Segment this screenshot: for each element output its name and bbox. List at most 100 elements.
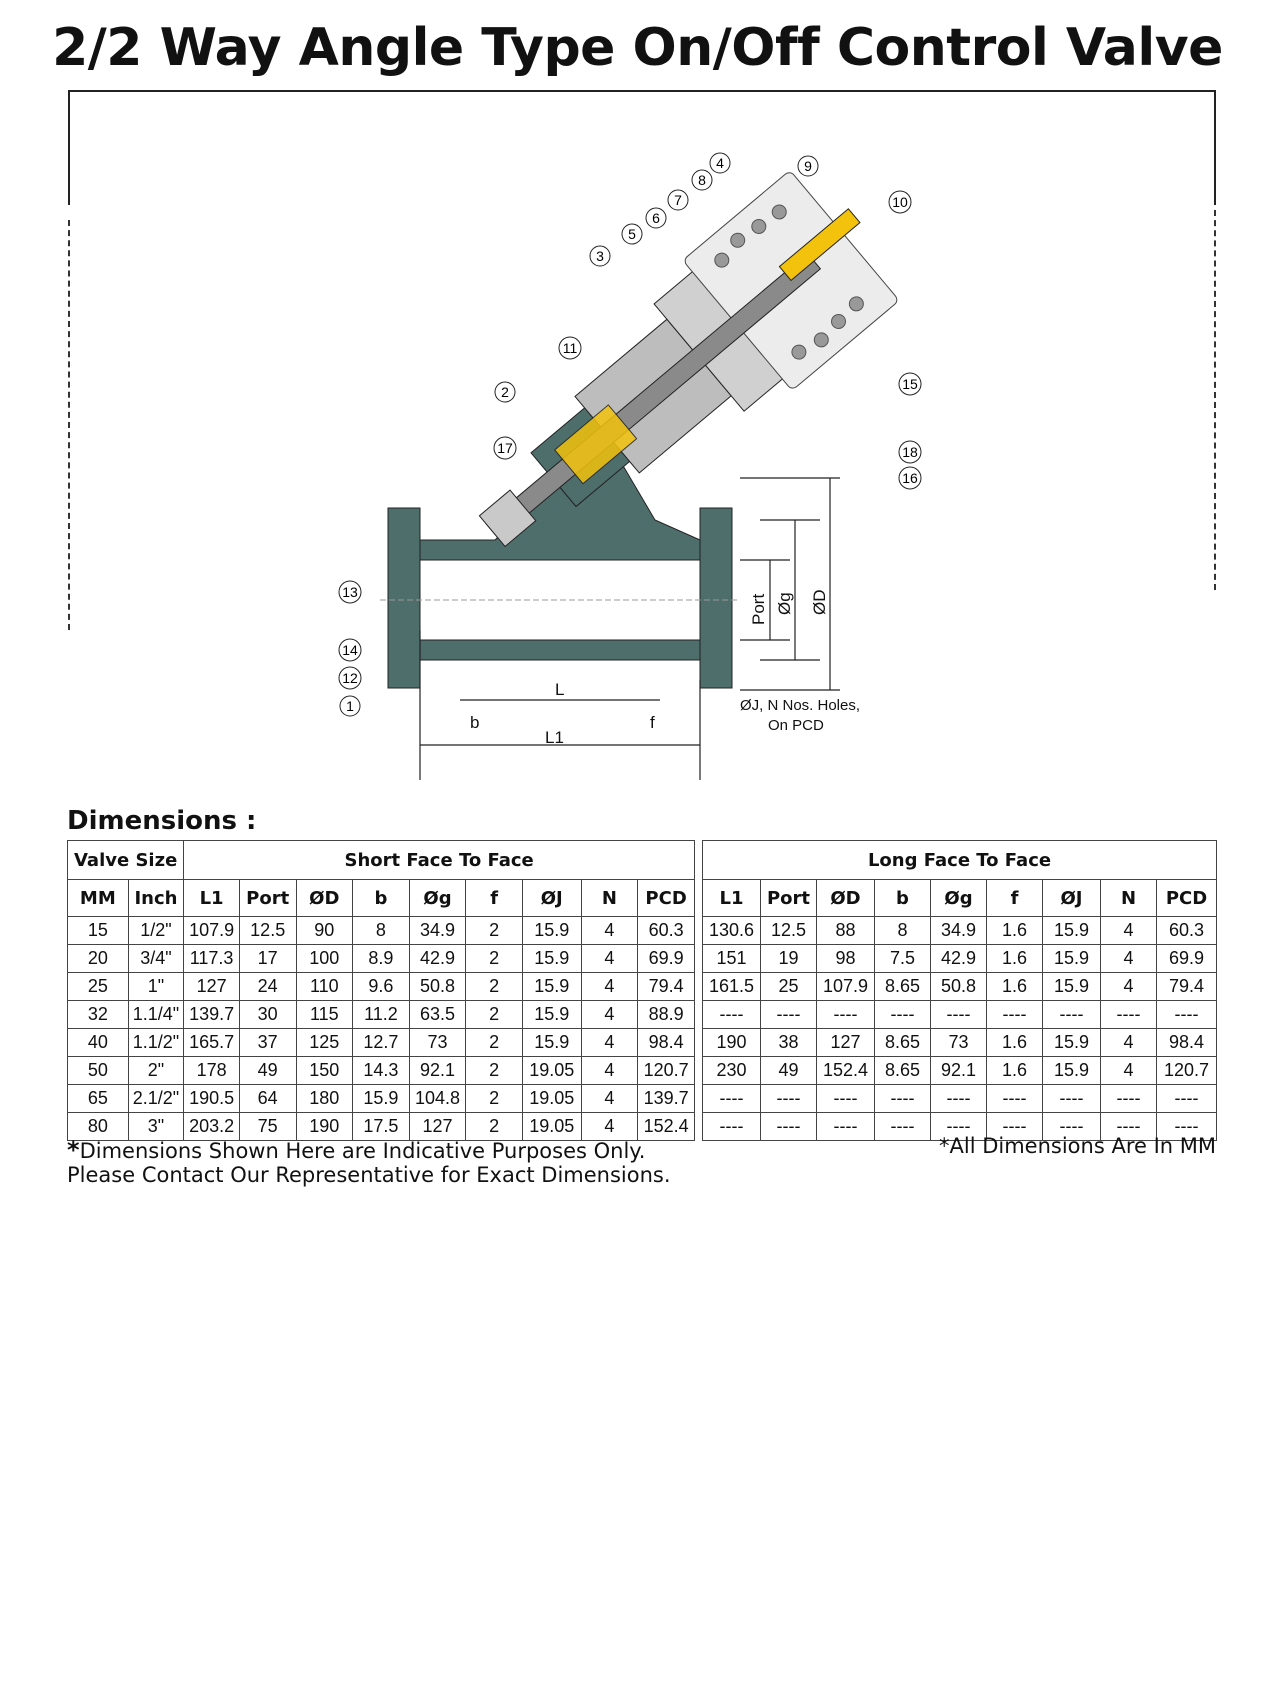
table-cell: 180 [295, 1084, 354, 1113]
valve-size-header: Valve Size [66, 840, 185, 880]
table-cell: 7.5 [874, 944, 931, 973]
svg-text:1: 1 [346, 698, 354, 714]
svg-text:6: 6 [652, 210, 660, 226]
table-cell: 64 [238, 1084, 297, 1113]
table-cell: ---- [986, 1000, 1043, 1029]
table-cell: 15.9 [521, 972, 582, 1001]
table-cell: 4 [580, 1084, 639, 1113]
frame-left-dash [68, 220, 70, 630]
table-cell: 2.1/2" [127, 1084, 185, 1113]
svg-text:4: 4 [716, 155, 724, 171]
table-cell: ---- [1042, 1000, 1101, 1029]
table-cell: ---- [930, 1084, 987, 1113]
table-cell: 15.9 [521, 1000, 582, 1029]
table-cell: ---- [874, 1112, 931, 1141]
dim-label-l: L [555, 680, 564, 699]
table-cell: 37 [238, 1028, 297, 1057]
table-cell: 92.1 [930, 1056, 987, 1085]
table-cell: 8 [874, 916, 931, 945]
table-cell: 24 [238, 972, 297, 1001]
table-cell: 19.05 [521, 1084, 582, 1113]
long-col-header: ØD [816, 879, 875, 917]
short-col-header: Inch [127, 879, 185, 917]
table-cell: 14.3 [352, 1056, 410, 1085]
short-col-header: ØJ [521, 879, 582, 917]
table-cell: 50.8 [930, 972, 987, 1001]
table-cell: 151 [702, 944, 761, 973]
table-cell: 73 [930, 1028, 987, 1057]
table-cell: 15.9 [521, 916, 582, 945]
short-col-header: PCD [637, 879, 695, 917]
table-cell: 161.5 [702, 972, 761, 1001]
table-cell: 1.1/2" [127, 1028, 185, 1057]
frame-top-line [68, 90, 1216, 92]
table-cell: ---- [1100, 1112, 1157, 1141]
table-cell: 49 [760, 1056, 817, 1085]
table-cell: 42.9 [408, 944, 467, 973]
dimension-lines [419, 477, 840, 780]
table-cell: ---- [760, 1084, 817, 1113]
table-cell: 63.5 [408, 1000, 467, 1029]
table-cell: 125 [295, 1028, 354, 1057]
table-cell: 2 [465, 1000, 523, 1029]
table-cell: 230 [702, 1056, 761, 1085]
table-cell: 19.05 [521, 1112, 582, 1141]
table-cell: 2 [465, 1112, 523, 1141]
long-col-header: ØJ [1042, 879, 1101, 917]
callout-15: 15 [898, 372, 922, 396]
table-cell: ---- [816, 1084, 875, 1113]
svg-text:7: 7 [674, 192, 682, 208]
table-cell: 1.6 [986, 1028, 1043, 1057]
table-cell: 25 [67, 972, 129, 1001]
table-cell: ---- [1155, 1084, 1218, 1113]
table-cell: ---- [1100, 1000, 1157, 1029]
table-cell: 4 [1100, 944, 1157, 973]
table-cell: 30 [238, 1000, 297, 1029]
table-cell: 75 [238, 1112, 297, 1141]
table-cell: 8.65 [874, 1056, 931, 1085]
dim-label-holes-1: ØJ, N Nos. Holes, [740, 697, 860, 714]
table-cell: 88 [816, 916, 875, 945]
table-cell: 1.6 [986, 944, 1043, 973]
short-col-header: N [580, 879, 639, 917]
note-star: * [67, 1136, 80, 1164]
table-cell: ---- [760, 1112, 817, 1141]
svg-text:17: 17 [497, 440, 513, 456]
short-col-header: b [352, 879, 410, 917]
table-cell: 42.9 [930, 944, 987, 973]
callout-10: 10 [888, 190, 912, 214]
table-cell: 4 [580, 1112, 639, 1141]
table-cell: 190 [295, 1112, 354, 1141]
table-cell: 92.1 [408, 1056, 467, 1085]
table-cell: 20 [67, 944, 129, 973]
callout-1: 1 [339, 695, 361, 717]
dim-label-g: Øg [775, 592, 794, 615]
table-cell: 15.9 [352, 1084, 410, 1113]
table-cell: 190.5 [183, 1084, 240, 1113]
svg-text:13: 13 [342, 584, 358, 600]
note-line-1: Dimensions Shown Here are Indicative Pur… [79, 1139, 646, 1163]
valve-cross-section-drawing: 1 2 3 4 5 6 7 8 9 10 11 12 13 14 15 16 1… [338, 152, 922, 780]
table-cell: 15.9 [1042, 1056, 1101, 1085]
long-col-header: b [874, 879, 931, 917]
frame-right-dash [1214, 210, 1216, 590]
table-cell: ---- [874, 1084, 931, 1113]
svg-text:2: 2 [501, 384, 509, 400]
frame-left-line [68, 90, 70, 205]
table-cell: 69.9 [637, 944, 695, 973]
table-cell: 127 [816, 1028, 875, 1057]
table-cell: 107.9 [183, 916, 240, 945]
table-cell: 1/2" [127, 916, 185, 945]
table-cell: ---- [1155, 1112, 1218, 1141]
dimension-text: L L1 b f Port Øg ØD ØJ, N Nos. Holes, On… [470, 590, 860, 748]
table-cell: 115 [295, 1000, 354, 1029]
table-cell: 12.7 [352, 1028, 410, 1057]
table-cell: 9.6 [352, 972, 410, 1001]
